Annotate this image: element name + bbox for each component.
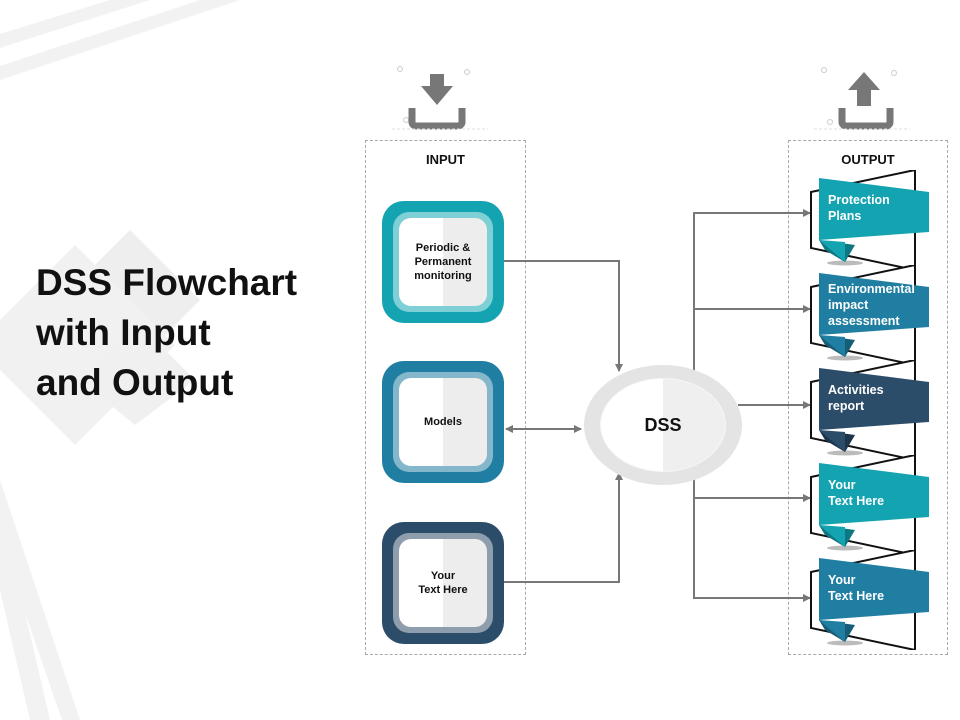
output-item-label: Your Text Here — [828, 478, 885, 508]
input-item-2[interactable]: Models — [382, 361, 504, 483]
input-panel-label: INPUT — [426, 152, 465, 167]
output-item-label: Your Text Here — [828, 573, 885, 603]
upload-tray-icon — [812, 62, 912, 134]
dss-label: DSS — [644, 414, 682, 435]
connector-input-1 — [504, 260, 623, 372]
ribbon-tail — [819, 240, 845, 262]
ribbon-shape — [810, 550, 929, 650]
ribbon-tail — [819, 335, 845, 357]
input-item-3[interactable]: Your Text Here — [382, 522, 504, 644]
ribbon-shadow — [827, 450, 863, 456]
diamond-decoration-2 — [0, 245, 175, 445]
diamond-decoration-3 — [80, 320, 195, 425]
output-item-label: Activities report — [828, 383, 884, 413]
output-panel: OUTPUT — [788, 140, 948, 655]
ribbon-shape — [810, 265, 929, 365]
output-panel-label: OUTPUT — [841, 152, 895, 167]
connector-output-1 — [693, 209, 811, 374]
input-item-1[interactable]: Periodic & Permanent monitoring — [382, 201, 504, 323]
ribbon-shadow — [827, 355, 863, 361]
ribbon-shape — [810, 455, 929, 555]
ribbon-band — [819, 178, 929, 240]
output-item-1[interactable]: Protection Plans — [805, 170, 945, 270]
ribbon-band — [819, 273, 929, 335]
ribbon-shape — [810, 360, 929, 460]
output-item-label: Environmental impact assessment — [828, 282, 915, 328]
ribbon-tail — [819, 430, 845, 452]
connector-input-3 — [504, 472, 623, 583]
ribbon-shadow — [827, 260, 863, 266]
dss-inner — [600, 378, 726, 472]
input-panel: INPUT — [365, 140, 526, 655]
output-item-label: Protection Plans — [828, 193, 890, 223]
input-item-label: Models — [424, 416, 462, 428]
ribbon-band — [819, 368, 929, 430]
download-tray-icon — [390, 62, 490, 134]
ribbon-tail — [819, 525, 845, 547]
ribbon-band — [819, 558, 929, 620]
ribbon-band — [819, 463, 929, 525]
ribbon-shadow — [827, 545, 863, 551]
dss-node[interactable]: DSS — [584, 365, 742, 485]
input-item-label: Your Text Here — [418, 570, 468, 596]
output-item-2[interactable]: Environmental impact assessment — [805, 265, 945, 365]
output-item-5[interactable]: Your Text Here — [805, 550, 945, 650]
ribbon-tail — [819, 620, 845, 642]
output-item-4[interactable]: Your Text Here — [805, 455, 945, 555]
connector-output-5 — [693, 476, 811, 602]
ribbon-shape — [810, 170, 929, 270]
input-item-label: Periodic & Permanent monitoring — [414, 242, 472, 282]
ribbon-shadow — [827, 640, 863, 646]
output-item-3[interactable]: Activities report — [805, 360, 945, 460]
slide-title: DSS Flowchart with Input and Output — [36, 262, 298, 403]
